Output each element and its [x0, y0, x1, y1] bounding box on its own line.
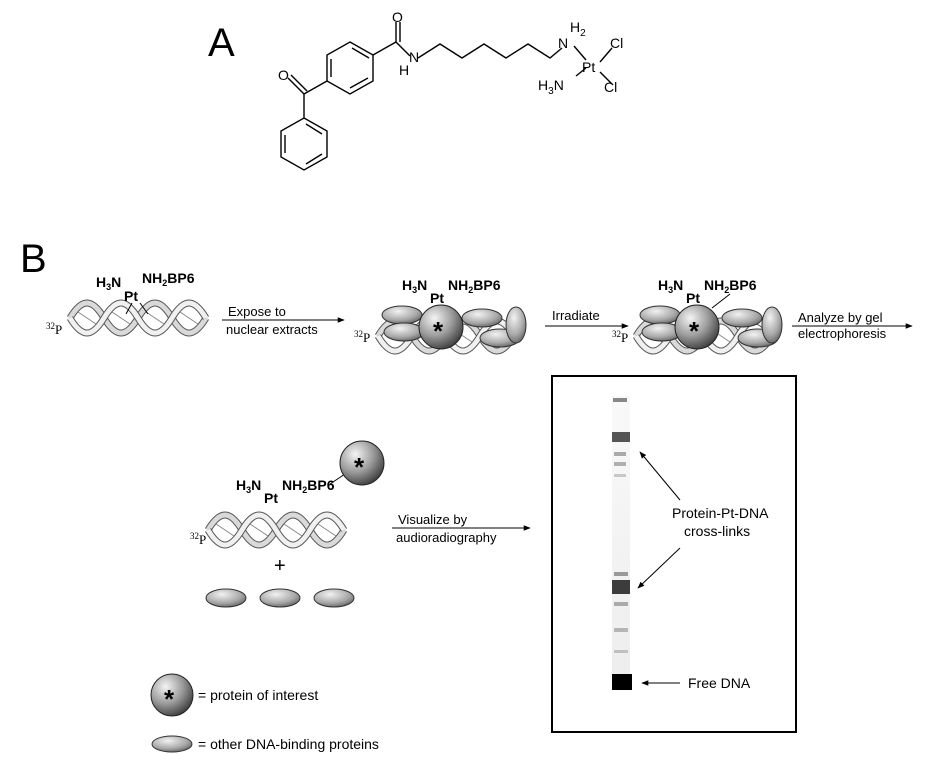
gel-band	[614, 572, 628, 576]
step-analyze-line1: Analyze by gel	[798, 310, 883, 325]
stage-irradiated: 32P * H3N NH2BP6 Pt	[612, 277, 783, 351]
step-expose-line2: nuclear extracts	[226, 322, 318, 337]
legend: * = protein of interest = other DNA-bind…	[150, 673, 379, 753]
binding-protein-icon	[383, 322, 425, 342]
binding-protein-icon	[461, 308, 503, 328]
pt-center: Pt	[686, 290, 700, 306]
arrow-crosslink-upper	[639, 451, 681, 501]
panel-b: B 32P H3N NH2BP6 Pt Expose to nuclear ex…	[20, 237, 913, 753]
p32-label: 32P	[46, 321, 62, 337]
h3n-ligand: H3N	[236, 477, 261, 495]
crosslinks-label-line1: Protein-Pt-DNA	[672, 505, 769, 521]
protein-marker: *	[354, 452, 365, 482]
binding-protein-icon	[259, 588, 301, 608]
nh2bp6-ligand: NH2BP6	[704, 277, 757, 295]
pt-center: Pt	[124, 288, 138, 304]
step-analyze-line2: electrophoresis	[798, 326, 887, 341]
crosslink-bond	[711, 293, 731, 309]
dna-helix-icon	[70, 303, 206, 333]
benzophenone-structure	[280, 22, 613, 171]
p32-label: 32P	[354, 329, 370, 345]
atom-n-amide: N	[409, 49, 419, 65]
panel-b-letter: B	[20, 237, 47, 281]
free-dna-label: Free DNA	[688, 675, 751, 691]
gel-band	[614, 452, 626, 456]
stage-platinated-dna: 32P H3N NH2BP6 Pt	[46, 270, 206, 337]
protein-marker: *	[689, 316, 700, 346]
binding-protein-icon	[761, 306, 783, 344]
crosslinks-label-line2: cross-links	[684, 523, 750, 539]
atom-cl-top: Cl	[610, 35, 623, 51]
gel-image: Protein-Pt-DNA cross-links Free DNA	[551, 375, 797, 733]
legend-protein-marker: *	[164, 684, 175, 714]
gel-band-free-dna	[612, 674, 632, 690]
h3n-ligand: H3N	[96, 274, 121, 292]
structure-atom-labels: O O N H N H2 Pt Cl Cl H3N	[278, 9, 623, 97]
atom-cl-bottom: Cl	[604, 79, 617, 95]
pt-center: Pt	[430, 290, 444, 306]
atom-pt: Pt	[582, 59, 595, 75]
pt-center: Pt	[264, 490, 278, 506]
gel-lane	[612, 396, 630, 690]
binding-protein-icon	[721, 308, 763, 328]
legend-protein-of-interest-label: = protein of interest	[198, 687, 318, 703]
gel-band	[614, 462, 626, 466]
gel-band	[614, 650, 628, 653]
atom-n-amine-top: N	[558, 35, 568, 51]
legend-protein-of-interest-icon	[150, 673, 194, 717]
stage-nuclear-extracts: 32P * H3N NH2BP6 Pt	[354, 277, 527, 351]
atom-o-amide: O	[392, 9, 403, 25]
gel-band	[613, 398, 627, 402]
gel-band	[614, 628, 628, 632]
step-irradiate-label: Irradiate	[552, 308, 600, 323]
protein-of-interest-icon	[418, 304, 464, 350]
protein-of-interest-icon	[339, 440, 385, 486]
h3n-ligand: H3N	[658, 277, 683, 295]
nh2bp6-ligand: NH2BP6	[282, 477, 335, 495]
p32-label: 32P	[612, 329, 628, 345]
arrow-crosslink-lower	[637, 547, 681, 589]
gel-band	[614, 602, 628, 606]
binding-protein-icon	[205, 588, 247, 608]
stage-crosslinked-product: 32P H3N NH2BP6 Pt * +	[190, 440, 385, 608]
step-irradiate: Irradiate	[545, 308, 629, 329]
gel-band	[612, 580, 630, 594]
gel-band	[614, 474, 626, 477]
panel-a: A	[208, 9, 623, 171]
h3n-ligand: H3N	[402, 277, 427, 295]
dna-helix-icon	[208, 515, 344, 545]
binding-protein-icon	[505, 306, 527, 344]
binding-protein-icon	[313, 588, 355, 608]
legend-binding-protein-icon	[151, 735, 193, 753]
protein-marker: *	[433, 316, 444, 346]
step-visualize-line2: audioradiography	[396, 530, 497, 545]
atom-h3n: H3N	[538, 77, 564, 97]
atom-h-amide: H	[399, 62, 409, 78]
atom-h2-amine: H2	[570, 19, 586, 39]
binding-protein-icon	[381, 305, 423, 325]
gel-band	[612, 432, 630, 442]
plus-sign: +	[274, 555, 286, 577]
step-expose-line1: Expose to	[228, 304, 286, 319]
step-visualize: Visualize by audioradiography	[392, 512, 531, 545]
step-analyze: Analyze by gel electrophoresis	[792, 310, 913, 341]
nh2bp6-ligand: NH2BP6	[142, 270, 195, 288]
p32-label: 32P	[190, 531, 206, 547]
binding-protein-icon	[639, 305, 681, 325]
protein-of-interest-icon	[674, 304, 720, 350]
atom-o-ketone: O	[278, 67, 289, 83]
nh2bp6-ligand: NH2BP6	[448, 277, 501, 295]
legend-other-proteins-label: = other DNA-binding proteins	[198, 736, 379, 752]
step-expose: Expose to nuclear extracts	[222, 304, 345, 337]
panel-a-letter: A	[208, 21, 235, 65]
step-visualize-line1: Visualize by	[398, 512, 468, 527]
